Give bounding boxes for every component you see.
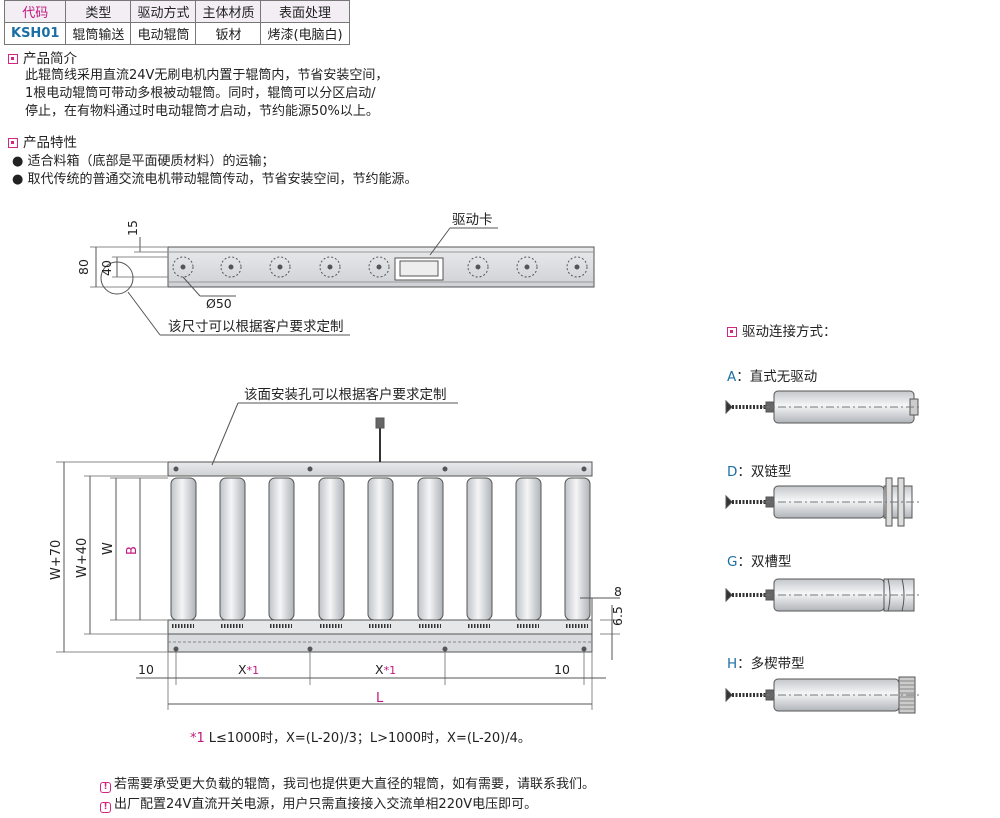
- roller-g-double-groove: [725, 578, 922, 612]
- features-list: ● 适合料箱（底部是平面硬质材料）的运输； ● 取代传统的普通交流电机带动辊筒传…: [12, 153, 418, 189]
- warning-icon: !: [100, 782, 111, 793]
- bottom-frame-side: [167, 633, 593, 653]
- drive-option-key: H: [727, 656, 738, 672]
- drive-option-key: G: [727, 554, 738, 570]
- dim-6-5: 6.5: [610, 606, 625, 626]
- spec-header-material: 主体材质: [195, 0, 262, 23]
- note-1: !若需要承受更大负载的辊筒，我司也提供更大直径的辊筒，如有需要，请联系我们。: [100, 773, 595, 793]
- spec-value-type: 辊筒输送: [65, 22, 132, 45]
- intro-title: 产品简介: [23, 51, 77, 67]
- spec-header-drive: 驱动方式: [130, 0, 197, 23]
- intro-line: 1根电动辊筒可带动多根被动辊筒。同时，辊筒可以分区启动/: [25, 86, 376, 101]
- top-rollers: [170, 477, 591, 621]
- intro-line: 此辊筒线采用直流24V无刷电机内置于辊筒内，节省安装空间，: [25, 68, 389, 83]
- intro-paragraph: 此辊筒线采用直流24V无刷电机内置于辊筒内，节省安装空间， 1根电动辊筒可带动多…: [25, 67, 388, 121]
- drive-option-a-label: A：直式无驱动: [727, 365, 817, 385]
- dim-10-right: 10: [554, 662, 570, 677]
- drive-option-text: ：多楔带型: [737, 656, 805, 672]
- spec-header-surface: 表面处理: [260, 0, 350, 23]
- dim-w-plus-40: W+40: [75, 538, 90, 578]
- spec-header-code: 代码: [3, 0, 67, 23]
- spec-table: 代码 类型 驱动方式 主体材质 表面处理 KSH01 辊筒输送 电动辊筒 钣材 …: [3, 0, 350, 45]
- spec-value-row: KSH01 辊筒输送 电动辊筒 钣材 烤漆(电脑白): [3, 22, 350, 45]
- drive-roller-drawings: [725, 390, 922, 714]
- dim-x-second: X*1: [375, 662, 396, 677]
- side-roller-circles: [172, 256, 588, 278]
- warning-icon: !: [100, 802, 111, 813]
- conveyor-drawing: 15 80 40 Ø50 驱动卡 该尺寸可以根据客户要求定制 该面安装孔可以根据…: [49, 212, 625, 746]
- section-marker-icon: [8, 54, 18, 64]
- roller-h-multi-v-belt: [725, 676, 922, 714]
- spec-value-surface: 烤漆(电脑白): [260, 22, 350, 45]
- spec-value-drive: 电动辊筒: [130, 22, 197, 45]
- roller-d-double-chain: [725, 477, 922, 527]
- intro-heading: 产品简介: [8, 47, 77, 67]
- feature-item: ● 适合料箱（底部是平面硬质材料）的运输；: [12, 154, 275, 169]
- dim-x-first: X*1: [238, 662, 259, 677]
- bottom-frame: [167, 619, 593, 635]
- drive-option-d-label: D：双链型: [727, 460, 791, 480]
- note-text: 若需要承受更大负载的辊筒，我司也提供更大直径的辊筒，如有需要，请联系我们。: [114, 777, 596, 792]
- section-marker-icon: [727, 327, 737, 337]
- side-view: [90, 227, 595, 336]
- dim-15: 15: [125, 220, 140, 236]
- dim-10-left: 10: [138, 662, 154, 677]
- drive-option-key: A: [727, 369, 737, 385]
- feature-item: ● 取代传统的普通交流电机带动辊筒传动，节省安装空间，节约能源。: [12, 172, 418, 187]
- feature-item-text: 适合料箱（底部是平面硬质材料）的运输；: [27, 154, 275, 169]
- note-text: 出厂配置24V直流开关电源，用户只需直接接入交流单相220V电压即可。: [114, 797, 538, 812]
- spec-header-row: 代码 类型 驱动方式 主体材质 表面处理: [3, 0, 350, 23]
- dim-b: B: [125, 546, 140, 555]
- drive-option-text: ：直式无驱动: [736, 369, 818, 385]
- roller-a-straight: [725, 390, 922, 424]
- dim-l: L: [376, 691, 384, 706]
- drive-option-g-label: G：双槽型: [727, 550, 791, 570]
- note-2: !出厂配置24V直流开关电源，用户只需直接接入交流单相220V电压即可。: [100, 793, 537, 813]
- spec-header-type: 类型: [65, 0, 132, 23]
- features-heading: 产品特性: [8, 131, 77, 151]
- side-custom-note: 该尺寸可以根据客户要求定制: [168, 318, 344, 335]
- drive-heading: 驱动连接方式：: [727, 320, 837, 340]
- drive-title: 驱动连接方式：: [742, 324, 837, 340]
- drive-option-h-label: H：多楔带型: [727, 652, 805, 672]
- drive-card-label: 驱动卡: [452, 212, 493, 228]
- drive-option-text: ：双槽型: [737, 554, 792, 570]
- dim-diameter-50: Ø50: [206, 296, 232, 311]
- drive-option-key: D: [727, 464, 738, 480]
- mount-hole-note: 该面安装孔可以根据客户要求定制: [244, 386, 447, 403]
- feature-item-text: 取代传统的普通交流电机带动辊筒传动，节省安装空间，节约能源。: [27, 172, 418, 187]
- dim-w-plus-70: W+70: [49, 540, 64, 580]
- drive-option-text: ：双链型: [737, 464, 792, 480]
- dim-40: 40: [99, 260, 114, 276]
- intro-line: 停止，在有物料通过时电动辊筒才启动，节约能源50%以上。: [25, 104, 379, 119]
- spec-value-material: 钣材: [195, 22, 262, 45]
- top-view: [56, 402, 620, 710]
- spec-value-code: KSH01: [3, 22, 67, 45]
- dim-8: 8: [614, 584, 622, 599]
- dim-80: 80: [76, 259, 91, 275]
- dim-w: W: [101, 542, 116, 555]
- features-title: 产品特性: [23, 135, 77, 151]
- section-marker-icon: [8, 138, 18, 148]
- top-frame: [167, 461, 593, 477]
